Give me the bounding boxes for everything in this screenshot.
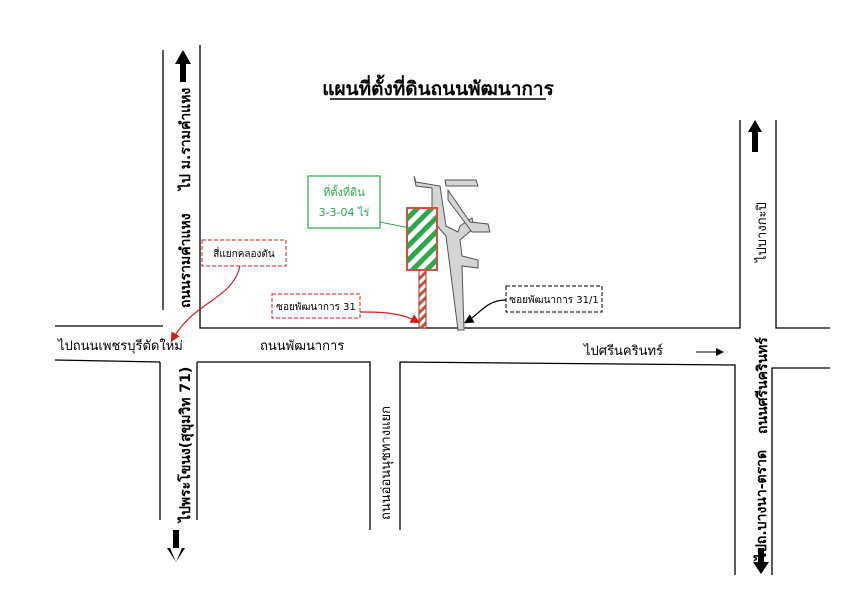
hatched-plot-icon	[406, 207, 438, 271]
plot-pointer	[379, 221, 411, 229]
to-bangna-label: ไปถ.บางนา-ตราด	[752, 450, 770, 562]
phatthanakan-road-bottom-edge-right	[399, 361, 736, 575]
intersection-callout-box	[201, 239, 287, 267]
plot-label-line1: ที่ตั้งที่ดิน	[323, 184, 365, 199]
plot-label-box	[307, 175, 381, 229]
soi-31-1-callout-box	[505, 285, 603, 313]
ramkhamhaeng-road-label: ถนนรามคำแหง	[178, 213, 194, 308]
on-nut-road-label: ถนนอ่อนนุชทางแยก	[379, 406, 394, 520]
to-phetchaburi-label: ไปถนนเพชรบุรีตัดใหม่	[57, 338, 183, 354]
intersection-callout-label: สี่แยกคลองตัน	[213, 246, 275, 260]
soi-31-callout-label: ซอยพัฒนาการ 31	[276, 302, 356, 313]
plot-label-line2: 3-3-04 ไร่	[319, 206, 370, 219]
srinakarin-road-edge-right-lower	[771, 367, 830, 575]
map-title: แผนที่ตั้งที่ดินถนนพัฒนาการ	[322, 74, 554, 100]
phatthanakan-road-label: ถนนพัฒนาการ	[260, 339, 344, 354]
arrow-down-icon	[167, 530, 185, 562]
phatthanakan-road-bottom-edge-mid	[197, 361, 371, 530]
intersection-callout-arrow	[170, 265, 241, 343]
phatthanakan-road-bottom-edge-left	[54, 359, 161, 363]
srinakarin-road-label: ถนนศรีนครินทร์	[754, 337, 771, 434]
to-phra-khanong-label: ไปพระโขนง(สุขุมวิท 71)	[176, 367, 194, 524]
soi-31-lane	[418, 269, 427, 329]
arrow-down-icon	[753, 548, 769, 574]
phatthanakan-road-top-edge	[199, 120, 741, 329]
arrow-up-icon	[748, 120, 762, 152]
to-ramkhamhaeng-univ-label: ไป ม.รามคำแหง	[176, 88, 194, 192]
soi-31-callout-arrow	[359, 311, 421, 324]
soi-31-1-callout-label: ซอยพัฒนาการ 31/1	[509, 295, 598, 306]
arrow-up-icon	[175, 50, 191, 82]
soi-31-1-callout-arrow	[463, 299, 507, 324]
to-srinakarin-label: ไปศรีนครินทร์	[583, 343, 663, 359]
srinakarin-road-edge-right-upper	[775, 120, 830, 329]
soi-31-callout-box	[271, 293, 361, 319]
soi-31-1-branch	[447, 188, 491, 233]
to-bangkapi-label: ไปบางกะปิ	[754, 202, 770, 263]
